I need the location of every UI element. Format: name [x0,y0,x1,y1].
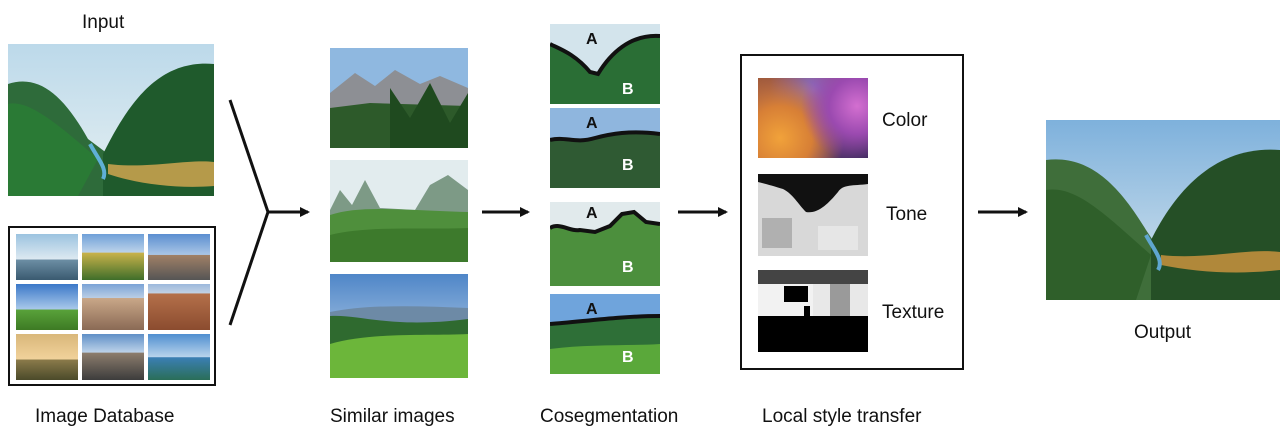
coseg-4-label-a: A [586,301,598,318]
db-thumb-road [148,234,210,280]
texture-map [758,270,868,352]
db-thumb-brick-building [148,284,210,330]
db-thumb-meadow [16,284,78,330]
input-label: Input [82,12,125,33]
db-thumb-street [82,334,144,380]
local-style-transfer-label: Local style transfer [762,406,922,427]
similar-image-3 [330,274,468,378]
coseg-4-label-b: B [622,349,634,366]
db-thumb-sunset [16,334,78,380]
db-thumb-city-river [16,234,78,280]
coseg-image-2: A B [550,108,660,188]
tone-label: Tone [886,204,928,225]
coseg-3-label-a: A [586,205,598,222]
output-label: Output [1134,322,1192,343]
database-grid [16,234,210,380]
merge-line-bottom [228,211,270,326]
tone-map [758,174,868,256]
coseg-3-label-b: B [622,259,634,276]
input-image [8,44,214,196]
coseg-image-4: A B [550,294,660,374]
coseg-1-label-b: B [622,81,634,98]
cosegmentation-label: Cosegmentation [540,406,679,427]
db-thumb-building [82,284,144,330]
image-database-label: Image Database [35,406,175,427]
coseg-image-3: A B [550,202,660,286]
color-label: Color [882,110,928,131]
similar-image-1 [330,48,468,148]
color-map [758,78,868,158]
output-image [1046,120,1280,300]
db-thumb-coast [148,334,210,380]
similar-images-label: Similar images [330,406,455,427]
coseg-2-label-a: A [586,115,598,132]
coseg-2-label-b: B [622,157,634,174]
local-style-transfer-panel: Color Tone Texture [740,54,964,370]
coseg-1-label-a: A [586,31,598,48]
coseg-image-1: A B [550,24,660,104]
texture-label: Texture [882,302,945,323]
image-database-panel [8,226,216,386]
similar-image-2 [330,160,468,262]
merge-line-top [228,99,270,213]
db-thumb-flowers [82,234,144,280]
